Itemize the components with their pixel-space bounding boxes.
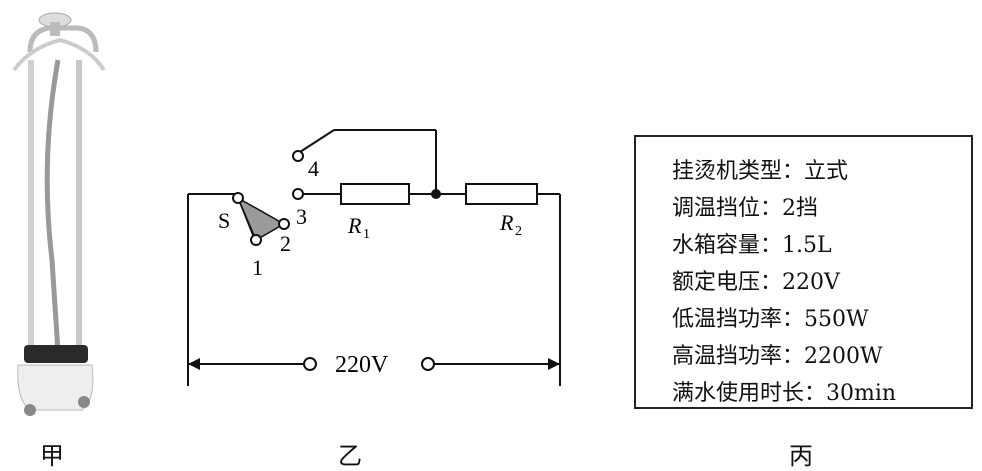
terminal-3	[292, 188, 304, 200]
figure-label-yi: 乙	[338, 442, 362, 470]
spec-line: 高温挡功率：2200W	[672, 344, 883, 369]
spec-line: 挂烫机类型：立式	[672, 159, 849, 184]
terminal-2	[278, 218, 290, 230]
figure-label-bing: 丙	[789, 442, 813, 470]
source-terminal-left	[303, 357, 317, 371]
source-voltage-label: 220V	[335, 352, 389, 378]
terminal-4	[292, 150, 304, 162]
arrowhead-left	[188, 358, 200, 370]
terminal-label-2: 2	[280, 231, 291, 256]
terminal-label-4: 4	[308, 156, 319, 181]
spec-line: 水箱容量：1.5L	[672, 233, 832, 258]
resistor-r2	[465, 183, 538, 205]
spec-table: 挂烫机类型：立式 调温挡位：2挡 水箱容量：1.5L 额定电压：220V 低温挡…	[634, 135, 973, 409]
r2-label: R	[499, 210, 514, 235]
spec-line: 低温挡功率：550W	[672, 307, 869, 332]
r2-subscript: 2	[515, 224, 522, 239]
terminal-1	[250, 234, 262, 246]
junction-dot	[431, 189, 441, 199]
spec-line: 额定电压：220V	[672, 270, 840, 295]
terminal-label-1: 1	[252, 255, 263, 280]
switch-label: S	[218, 208, 230, 233]
resistor-r1	[340, 183, 410, 205]
circuit-diagram: S 1 2 3 4 R 1 R 2 220V	[187, 129, 561, 386]
terminal-label-3: 3	[296, 204, 307, 229]
garment-steamer-image	[12, 12, 106, 416]
r1-label: R	[347, 213, 362, 238]
source-terminal-right	[421, 357, 435, 371]
r1-subscript: 1	[363, 227, 370, 242]
figure-label-jia: 甲	[40, 442, 64, 470]
spec-line: 满水使用时长：30min	[672, 381, 897, 406]
arrowhead-right	[548, 358, 560, 370]
spec-line: 调温挡位：2挡	[672, 196, 818, 221]
switch-pivot	[232, 192, 244, 204]
